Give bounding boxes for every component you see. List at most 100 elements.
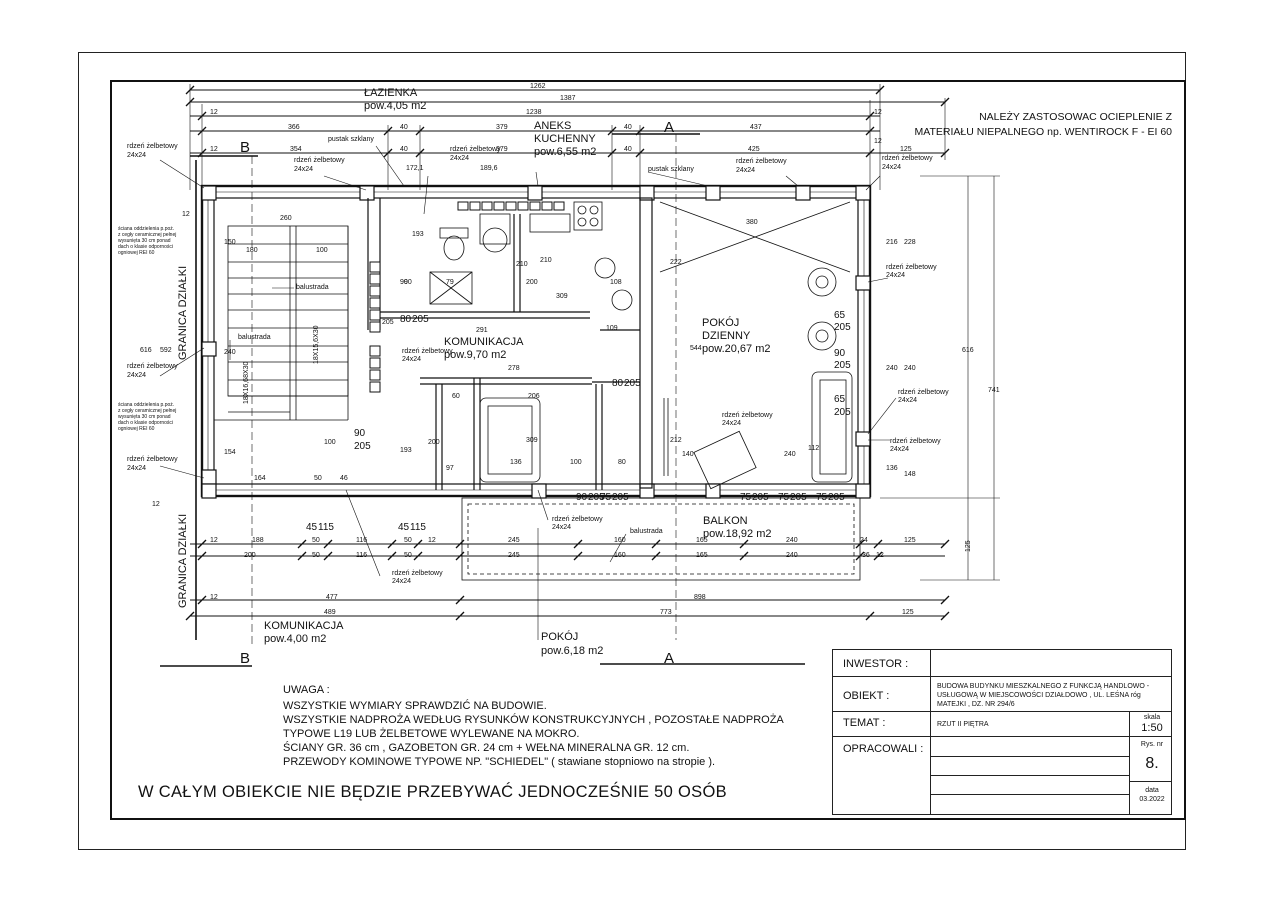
insulation-note: NALEŻY ZASTOSOWAC OCIEPLENIE Z MATERIAŁU… (915, 110, 1173, 140)
rdzen-size-13: 24x24 (127, 465, 147, 472)
svg-text:12: 12 (874, 138, 882, 145)
rdzen-size-6: 24x24 (886, 272, 906, 279)
svg-text:379: 379 (496, 146, 508, 153)
rdzen-label-8: rdzeń żelbetowy (890, 438, 941, 445)
sheet-cell-divider (1129, 737, 1130, 815)
rdzen-label-11: rdzeń żelbetowy (392, 570, 443, 577)
kitchen-fixtures (529, 201, 633, 311)
sheet-value: 8. (1145, 755, 1159, 772)
rdzen-label-6: rdzeń żelbetowy (886, 264, 937, 271)
svg-text:97: 97 (446, 465, 454, 472)
top-dimension-numbers: 1262 1387 1238 12 366 40 379 40 437 12 1… (210, 83, 912, 153)
svg-text:125: 125 (965, 540, 972, 552)
svg-text:12: 12 (210, 146, 218, 153)
svg-text:205: 205 (828, 492, 845, 503)
object-value-line-1: BUDOWA BUDYNKU MIESZKALNEGO Z FUNKCJĄ HA… (937, 683, 1150, 690)
fire-wall-note-2: ściana oddzielenia p.poż. z cegły cerami… (118, 402, 177, 432)
svg-text:489: 489 (324, 609, 336, 616)
room-area-komunikacja-small: pow.4,00 m2 (264, 633, 327, 645)
rdzen-label-12: rdzeń żelbetowy (127, 363, 178, 370)
svg-text:40: 40 (624, 124, 632, 131)
rdzen-size-12: 24x24 (127, 372, 147, 379)
svg-text:291: 291 (476, 327, 488, 334)
balustrada-label-1: balustrada (296, 284, 329, 291)
svg-text:24: 24 (860, 537, 868, 544)
svg-text:205: 205 (790, 492, 807, 503)
svg-text:380: 380 (746, 219, 758, 226)
svg-text:205: 205 (752, 492, 769, 503)
svg-text:12: 12 (210, 109, 218, 116)
svg-text:12: 12 (152, 501, 160, 508)
svg-text:75: 75 (740, 492, 752, 503)
svg-text:278: 278 (508, 365, 520, 372)
insulation-note-line-1: NALEŻY ZASTOSOWAC OCIEPLENIE Z (979, 111, 1172, 123)
sheet-label: Rys. nr (1140, 741, 1164, 748)
rdzen-size-5: 24x24 (882, 164, 902, 171)
balustrada-label-3: balustrada (630, 528, 663, 535)
svg-text:45: 45 (398, 522, 410, 533)
svg-text:65: 65 (834, 394, 846, 405)
svg-text:80: 80 (618, 459, 626, 466)
svg-text:12: 12 (874, 109, 882, 116)
svg-text:45: 45 (306, 522, 318, 533)
title-block-row-investor: INWESTOR : (833, 650, 1171, 677)
svg-text:309: 309 (556, 293, 568, 300)
svg-text:205: 205 (588, 492, 605, 503)
svg-text:100: 100 (324, 439, 336, 446)
svg-text:136: 136 (886, 465, 898, 472)
svg-text:108: 108 (610, 279, 622, 286)
svg-text:154: 154 (224, 449, 236, 456)
svg-text:125: 125 (902, 609, 914, 616)
rdzen-size-9: 24x24 (722, 420, 742, 427)
bottom-dimension-numbers: 12 188 50 116 50 12 245 160 165 240 24 1… (210, 537, 916, 616)
svg-text:240: 240 (786, 537, 798, 544)
svg-text:75: 75 (600, 492, 612, 503)
room-area-lazienka: pow.4,05 m2 (364, 100, 427, 112)
svg-text:188: 188 (252, 537, 264, 544)
svg-text:425: 425 (748, 146, 760, 153)
svg-text:205: 205 (834, 322, 851, 333)
stair-labels: 18X15,6X30 18X16,68X30 (243, 325, 320, 404)
svg-text:228: 228 (904, 239, 916, 246)
svg-text:12: 12 (182, 211, 190, 218)
object-value-line-2: USŁUGOWĄ W MIEJSCOWOŚCI DZIAŁDOWO , UL. … (937, 692, 1141, 699)
svg-text:240: 240 (786, 552, 798, 559)
svg-text:18X15,6X30: 18X15,6X30 (313, 325, 320, 364)
rdzen-label-2: rdzeń żelbetowy (294, 157, 345, 164)
svg-text:109: 109 (606, 325, 618, 332)
svg-text:136: 136 (510, 459, 522, 466)
svg-text:544: 544 (690, 345, 702, 352)
svg-text:50: 50 (312, 552, 320, 559)
svg-text:164: 164 (254, 475, 266, 482)
svg-text:100: 100 (316, 247, 328, 254)
svg-text:592: 592 (160, 347, 172, 354)
svg-text:180: 180 (246, 247, 258, 254)
svg-text:260: 260 (280, 215, 292, 222)
staircase (214, 225, 349, 421)
room-name-balkon: BALKON (703, 515, 748, 527)
svg-text:80: 80 (400, 314, 412, 325)
svg-text:366: 366 (288, 124, 300, 131)
svg-text:115: 115 (318, 522, 334, 533)
svg-text:240: 240 (224, 349, 236, 356)
svg-text:309: 309 (526, 437, 538, 444)
svg-text:205: 205 (382, 319, 394, 326)
svg-text:205: 205 (354, 441, 371, 452)
svg-text:148: 148 (904, 471, 916, 478)
title-block-row-object: OBIEKT : BUDOWA BUDYNKU MIESZKALNEGO Z F… (833, 677, 1171, 712)
svg-text:90: 90 (354, 428, 366, 439)
svg-text:1238: 1238 (526, 109, 542, 116)
rdzen-label-7: rdzeń żelbetowy (898, 389, 949, 396)
svg-text:240: 240 (904, 365, 916, 372)
svg-text:165: 165 (696, 537, 708, 544)
room-area-pokoj-dzienny: pow.20,67 m2 (702, 343, 771, 355)
svg-text:200: 200 (244, 552, 256, 559)
svg-text:741: 741 (988, 387, 1000, 394)
glass-block-wall (369, 201, 565, 393)
svg-text:60: 60 (452, 393, 460, 400)
svg-text:165: 165 (696, 552, 708, 559)
balustrada-label-2: balustrada (238, 334, 271, 341)
notes-line-4: ŚCIANY GR. 36 cm , GAZOBETON GR. 24 cm +… (283, 742, 690, 754)
svg-text:50: 50 (312, 537, 320, 544)
room-name-aneks-1: ANEKS (534, 120, 572, 132)
